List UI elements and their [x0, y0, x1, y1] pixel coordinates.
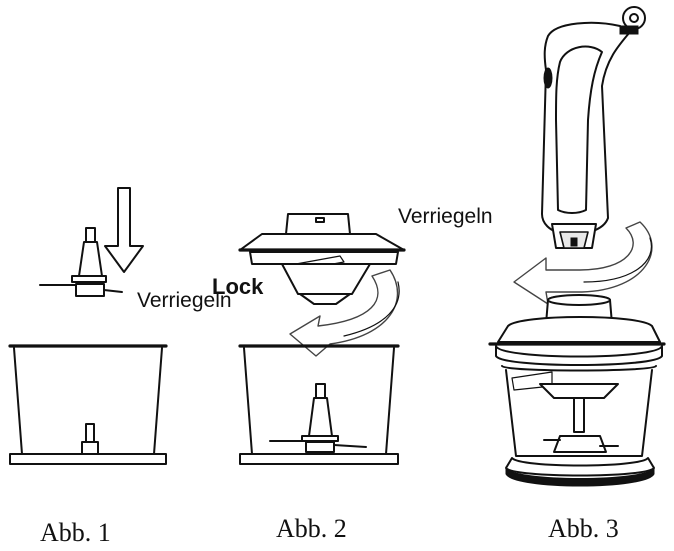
chopper-bowl-2: [238, 344, 400, 465]
chopper-lid: [238, 213, 406, 305]
figure-2: Lock Abb. 2: [212, 213, 406, 543]
chopper-assembled: [488, 294, 666, 487]
caption-abb-1: Abb. 1: [40, 518, 111, 547]
chopper-bowl-1: [8, 344, 168, 465]
verriegeln-label-1: Verriegeln: [137, 289, 232, 312]
blade-insert: [39, 227, 123, 297]
rotate-arrow-icon: [289, 269, 399, 357]
verriegeln-label-3: Verriegeln: [398, 205, 493, 228]
down-arrow-icon: [104, 187, 144, 273]
caption-abb-2: Abb. 2: [276, 514, 347, 543]
motor-unit: [541, 6, 646, 249]
figure-1: Verriegeln Abb. 1: [8, 187, 232, 547]
lock-label: Lock: [212, 274, 264, 299]
figure-3: Verriegeln Abb. 3: [398, 6, 666, 543]
caption-abb-3: Abb. 3: [548, 514, 619, 543]
blade-in-bowl: [269, 383, 367, 453]
